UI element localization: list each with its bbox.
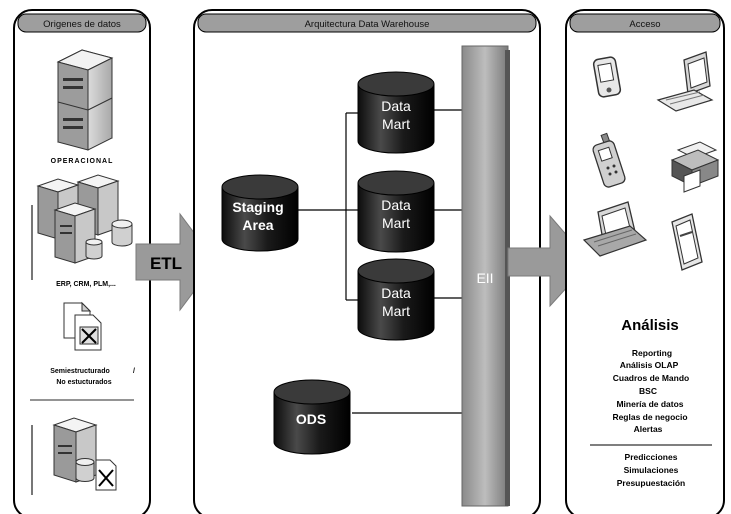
server-stack-icon — [56, 49, 114, 151]
data-mart-1-line2: Mart — [382, 116, 410, 132]
eii-bar — [461, 45, 510, 507]
analysis-list-2: Predicciones Simulaciones Presupuestació… — [617, 452, 686, 488]
mobile-phone-icon — [592, 132, 626, 188]
analysis-item: Cuadros de Mando — [613, 373, 690, 383]
server-db-sheet-icon — [52, 417, 117, 491]
tablet-icon — [671, 213, 703, 271]
eii-label: EII — [476, 270, 493, 286]
erp-label: ERP, CRM, PLM,... — [56, 281, 116, 288]
analysis-item: Alertas — [634, 424, 663, 434]
analysis-item: Reporting — [632, 348, 672, 358]
staging-label-line1: Staging — [232, 199, 283, 215]
data-mart-3-line1: Data — [381, 285, 411, 301]
printer-icon — [670, 141, 720, 193]
operational-label: OPERACIONAL — [51, 158, 114, 165]
staging-area-cylinder: Staging Area — [221, 174, 299, 252]
access-panel-title: Acceso — [629, 19, 660, 30]
laptop-icon — [582, 201, 648, 257]
analysis-item: Análisis OLAP — [620, 360, 679, 370]
warehouse-panel-title: Arquitectura Data Warehouse — [305, 19, 430, 30]
sources-panel-header — [17, 13, 147, 33]
etl-label: ETL — [150, 254, 182, 273]
analysis-list: Reporting Análisis OLAP Cuadros de Mando… — [612, 348, 689, 434]
spreadsheet-icon — [63, 301, 102, 351]
analysis-item: Simulaciones — [624, 465, 679, 475]
semi-structured-label: Semiestructurado — [50, 368, 110, 375]
semi-structured-slash: / — [133, 368, 135, 375]
analysis-item: Presupuestación — [617, 478, 686, 488]
ods-cylinder: ODS — [273, 379, 351, 455]
data-mart-2-line2: Mart — [382, 215, 410, 231]
data-mart-cylinder-3: Data Mart — [357, 258, 435, 341]
desktop-computer-icon — [656, 51, 714, 112]
analysis-item: Predicciones — [625, 452, 678, 462]
access-panel-header — [569, 13, 721, 33]
data-mart-cylinder-2: Data Mart — [357, 170, 435, 253]
database-icon — [85, 219, 133, 260]
ods-label: ODS — [296, 411, 326, 427]
sources-panel-title: Origenes de datos — [43, 19, 121, 30]
pda-icon — [592, 56, 622, 98]
analysis-item: Reglas de negocio — [612, 412, 687, 422]
server-cluster-icon — [36, 174, 120, 264]
data-mart-2-line1: Data — [381, 197, 411, 213]
data-mart-cylinder-1: Data Mart — [357, 71, 435, 154]
data-mart-3-line2: Mart — [382, 303, 410, 319]
warehouse-panel-header — [197, 13, 537, 33]
analysis-item: BSC — [639, 386, 657, 396]
data-mart-1-line1: Data — [381, 98, 411, 114]
staging-label-line2: Area — [242, 217, 273, 233]
analysis-item: Minería de datos — [616, 399, 683, 409]
analysis-title: Análisis — [621, 317, 679, 334]
unstructured-label: No estucturados — [56, 379, 111, 386]
